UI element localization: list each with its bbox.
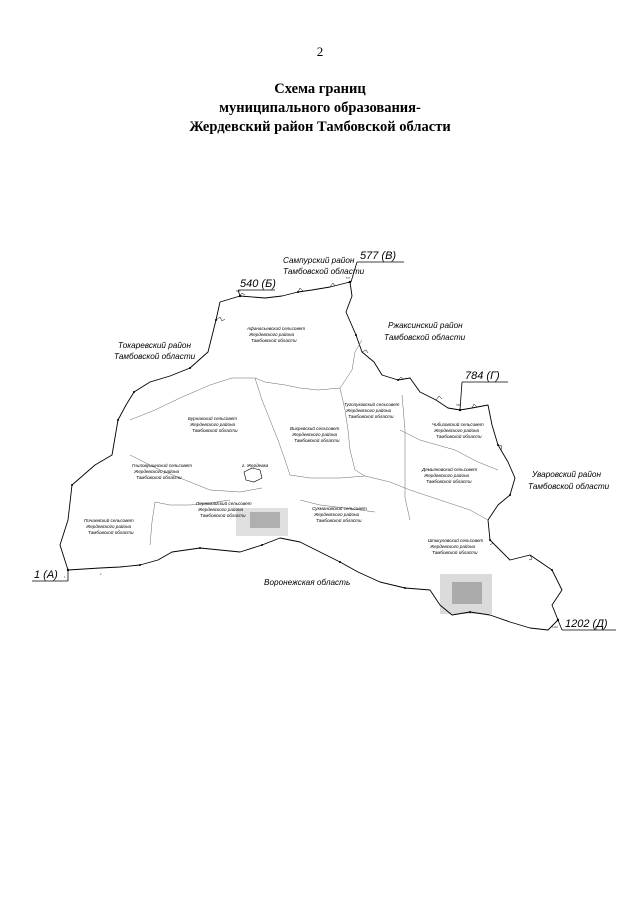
council-tugolukovsky: Туголуковский сельсовет Жердевского райо… <box>344 401 400 419</box>
council-border-4 <box>254 377 291 476</box>
council-gnilusha: Гниловушинский сельсовет Жердевского рай… <box>132 462 192 480</box>
council-border-8 <box>154 499 231 506</box>
council-label-line: Гниловушинский сельсовет <box>132 462 192 468</box>
council-borders <box>129 339 499 546</box>
council-afanasievsky: Афанасьевский сельсовет Жердевского райо… <box>246 325 305 343</box>
council-label-line: Тамбовской области <box>192 427 238 433</box>
neighbor-rzhaksa-line-2: Тамбовской области <box>384 333 466 342</box>
council-pervomaysky: Первомайский сельсовет Жердевского район… <box>196 500 252 518</box>
title-line-2: муниципального образования- <box>219 100 421 116</box>
council-pichaevsky: Пичаевский сельсовет Жердевского района … <box>84 517 134 535</box>
council-label-line: Жердевского района <box>248 331 295 337</box>
council-label-line: Жердевского района <box>433 427 480 433</box>
council-label-line: Жердевского района <box>429 543 476 549</box>
marker-577-label: 577 (В) <box>360 250 396 262</box>
council-label-line: Жердевского района <box>423 472 470 478</box>
council-sukmanovsky: Сукмановский сельсовет Жердевского район… <box>312 505 367 523</box>
council-label-line: Жердевского района <box>313 511 360 517</box>
council-border-6 <box>401 394 411 521</box>
neighbor-rzhaksa-line-1: Ржаксинский район <box>388 321 463 330</box>
council-label-line: Туголуковский сельсовет <box>344 401 400 407</box>
council-label-line: Бурнакский сельсовет <box>188 415 237 421</box>
neighbor-sampur-line-1: Сампурский район <box>283 256 355 265</box>
council-label-line: Жердевского района <box>189 421 236 427</box>
vertex-number: 1 <box>64 575 66 579</box>
council-label-line: Афанасьевский сельсовет <box>246 325 305 331</box>
council-border-2 <box>339 339 363 389</box>
council-burnaksky: Бурнакский сельсовет Жердевского района … <box>188 415 238 433</box>
neighbor-tokarevka-line-1: Токаревский район <box>118 341 191 350</box>
council-label-line: Жердевского района <box>345 407 392 413</box>
council-label-line: Сукмановский сельсовет <box>312 505 367 511</box>
council-border-11 <box>299 499 376 513</box>
council-vikhrovsky: Вихревский сельсовет Жердевского района … <box>290 425 340 443</box>
city-outline <box>243 467 263 483</box>
vertex-number: 2 <box>100 572 102 576</box>
council-demyanovsky: Демьяновский сельсовет Жердевского район… <box>421 466 477 484</box>
council-label-line: Чибизовский сельсовет <box>432 421 484 427</box>
council-label-line: Тамбовской области <box>316 517 362 523</box>
neighbor-tokarevka-line-2: Тамбовской области <box>114 352 196 361</box>
marker-1202: 1202 (Д) <box>557 618 616 631</box>
council-label-line: Вихревский сельсовет <box>290 425 340 431</box>
title-line-1: Схема границ <box>274 81 366 97</box>
council-border-1 <box>129 377 341 421</box>
marker-577: 577 (В) <box>350 250 404 283</box>
title-line-3: Жердевский район Тамбовской области <box>189 119 451 135</box>
council-label-line: Пичаевский сельсовет <box>84 517 134 523</box>
council-label-line: Жердевского района <box>133 468 180 474</box>
neighbor-uvarovo-line-1: Уваровский район <box>531 470 601 479</box>
marker-540: 540 (Б) <box>237 278 276 297</box>
council-border-7 <box>129 454 263 493</box>
council-border-9 <box>289 474 411 491</box>
council-label-line: Жердевского района <box>85 523 132 529</box>
vertex-number: 784 <box>456 403 461 407</box>
council-label-line: Тамбовской области <box>136 474 182 480</box>
council-label-line: Тамбовской области <box>200 512 246 518</box>
council-labels: Афанасьевский сельсовет Жердевского райо… <box>84 325 484 555</box>
neighbor-uvarovo-line-2: Тамбовской области <box>528 482 610 491</box>
page-title: Схема границ муниципального образования-… <box>0 80 640 137</box>
marker-1: 1 (А) <box>32 569 69 582</box>
marker-784-label: 784 (Г) <box>465 370 500 382</box>
city-label: г. Жердевка <box>242 463 269 468</box>
council-label-line: Тамбовской области <box>88 529 134 535</box>
council-chibizovsky: Чибизовский сельсовет Жердевского района… <box>432 421 484 439</box>
council-label-line: Тамбовской области <box>294 437 340 443</box>
vertex-number: 1202 <box>552 625 558 629</box>
council-label-line: Тамбовской области <box>251 337 297 343</box>
marker-1202-label: 1202 (Д) <box>565 618 608 630</box>
neighbor-voronezh: Воронежская область <box>264 578 350 587</box>
council-label-line: Тамбовской области <box>426 478 472 484</box>
marker-540-label: 540 (Б) <box>240 278 276 290</box>
council-label-line: Первомайский сельсовет <box>196 500 252 506</box>
council-border-5 <box>399 429 499 471</box>
marker-784: 784 (Г) <box>459 370 508 411</box>
council-label-line: Тамбовской области <box>348 413 394 419</box>
page-number: 2 <box>316 44 324 59</box>
council-label-line: Демьяновский сельсовет <box>421 466 477 472</box>
boundary-detail <box>215 282 533 561</box>
council-label-line: Тамбовской области <box>432 549 478 555</box>
council-label-line: Жердевского района <box>197 506 244 512</box>
council-label-line: Тамбовской области <box>436 433 482 439</box>
neighbor-sampur-line-2: Тамбовской области <box>283 267 365 276</box>
marker-1-label: 1 (А) <box>34 569 58 581</box>
vertex-number: 577 <box>346 276 351 280</box>
council-border-3 <box>339 387 366 477</box>
boundary-vertices <box>66 280 560 622</box>
council-border-12 <box>149 501 156 546</box>
council-border-10 <box>409 489 489 521</box>
point-clusters <box>236 508 492 614</box>
council-shpikulovsky: Шпикуловский сельсовет Жердевского район… <box>428 537 483 555</box>
council-label-line: Шпикуловский сельсовет <box>428 537 483 543</box>
council-label-line: Жердевского района <box>291 431 338 437</box>
neighbor-labels: Сампурский район Тамбовской области Ржак… <box>114 256 610 587</box>
